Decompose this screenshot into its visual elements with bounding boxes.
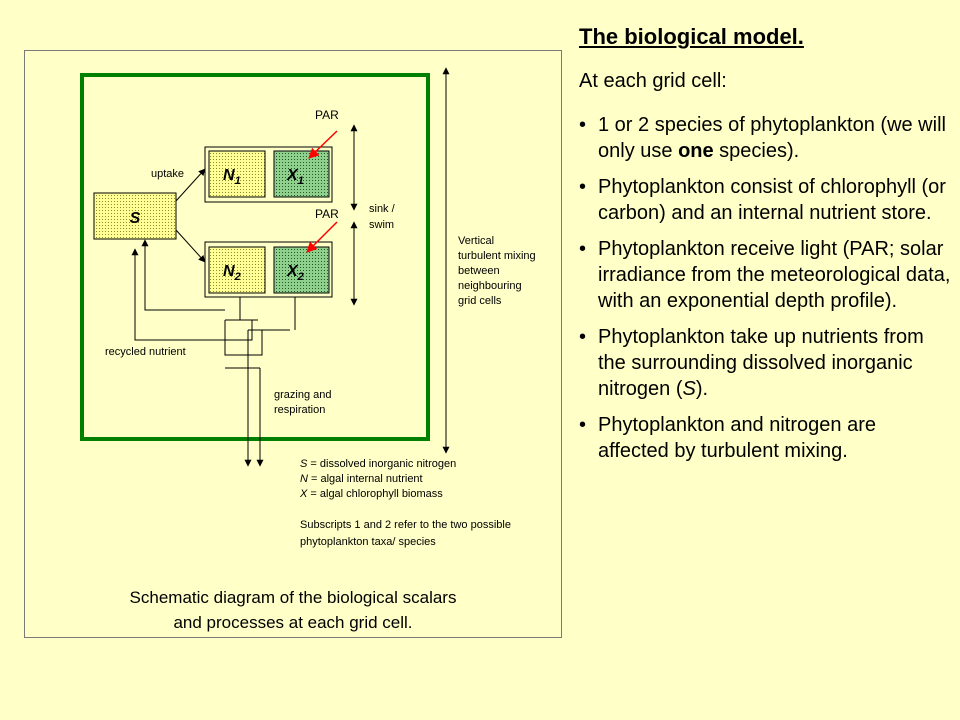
bullet-item: • Phytoplankton receive light (PAR; solar… — [579, 236, 951, 314]
n1-label: N1 — [223, 167, 241, 187]
bullet-item: • 1 or 2 species of phytoplankton (we wil… — [579, 112, 951, 164]
n1-box — [208, 150, 266, 198]
symbol-legend: S = dissolved inorganic nitrogen N = alg… — [299, 458, 514, 548]
par-label-mid: PAR — [315, 207, 339, 221]
bullet-item: • Phytoplankton and nitrogen are affected… — [579, 412, 951, 464]
par-arrow-1 — [308, 130, 338, 159]
caption-line-2: and processes at each grid cell. — [173, 613, 413, 632]
diagram-panel — [24, 50, 562, 638]
bullet-marker: • — [579, 238, 587, 260]
legend-n: N = algal internal nutrient — [300, 473, 423, 485]
bullet-marker: • — [579, 414, 587, 436]
uptake-label: uptake — [151, 168, 184, 180]
bullet-text: Phytoplankton receive light (PAR; solar … — [598, 238, 951, 312]
bullet-text: one — [678, 140, 714, 162]
legend-x: X = algal chlorophyll biomass — [299, 488, 443, 500]
x1-box — [273, 150, 330, 198]
n2-box — [208, 246, 266, 294]
subscript-note: Subscripts 1 and 2 refer to the two poss… — [300, 519, 514, 548]
intro-text: At each grid cell: — [579, 70, 727, 92]
bullet-marker: • — [579, 114, 587, 136]
caption-line-1: Schematic diagram of the biological scal… — [129, 588, 457, 607]
vertical-mixing-label: Vertical turbulent mixing between neighb… — [458, 235, 539, 307]
bullet-text: ). — [695, 378, 709, 400]
uptake-arrow-1 — [175, 168, 206, 202]
species-2-frame — [204, 241, 333, 298]
legend-s: S = dissolved inorganic nitrogen — [300, 458, 456, 470]
grid-cell-border — [80, 73, 430, 441]
par-label-top: PAR — [315, 108, 339, 122]
x2-box — [273, 246, 330, 294]
x1-label: X1 — [286, 167, 304, 187]
uptake-arrow-2 — [175, 229, 206, 263]
bullet-text: species). — [713, 140, 800, 162]
s-box-label: S — [130, 210, 141, 227]
bullet-marker: • — [579, 326, 587, 348]
bullet-text: S — [682, 378, 696, 400]
diagram-caption: Schematic diagram of the biological scal… — [24, 585, 562, 635]
bullet-text: Phytoplankton consist of chlorophyll (or… — [598, 176, 946, 224]
bullet-text: Phytoplankton and nitrogen are affected … — [598, 414, 876, 462]
bullet-list: • 1 or 2 species of phytoplankton (we wil… — [579, 112, 951, 474]
loss-pathways — [134, 240, 296, 465]
bullet-item: • Phytoplankton take up nutrients from th… — [579, 324, 951, 402]
sink-swim-label: sink / swim — [369, 203, 398, 231]
slide-title: The biological model. — [579, 24, 804, 49]
grazing-respiration-label: grazing and respiration — [274, 389, 335, 416]
bullet-marker: • — [579, 176, 587, 198]
par-arrow-2 — [306, 221, 338, 253]
bullet-text: 1 or 2 species of phytoplankton (we will… — [598, 114, 946, 162]
n2-label: N2 — [223, 263, 241, 283]
x2-label: X2 — [286, 263, 304, 283]
bullet-item: • Phytoplankton consist of chlorophyll (o… — [579, 174, 951, 226]
s-box — [93, 192, 177, 240]
bullet-text: Phytoplankton take up nutrients from the… — [598, 326, 924, 400]
recycled-nutrient-label: recycled nutrient — [105, 346, 186, 358]
